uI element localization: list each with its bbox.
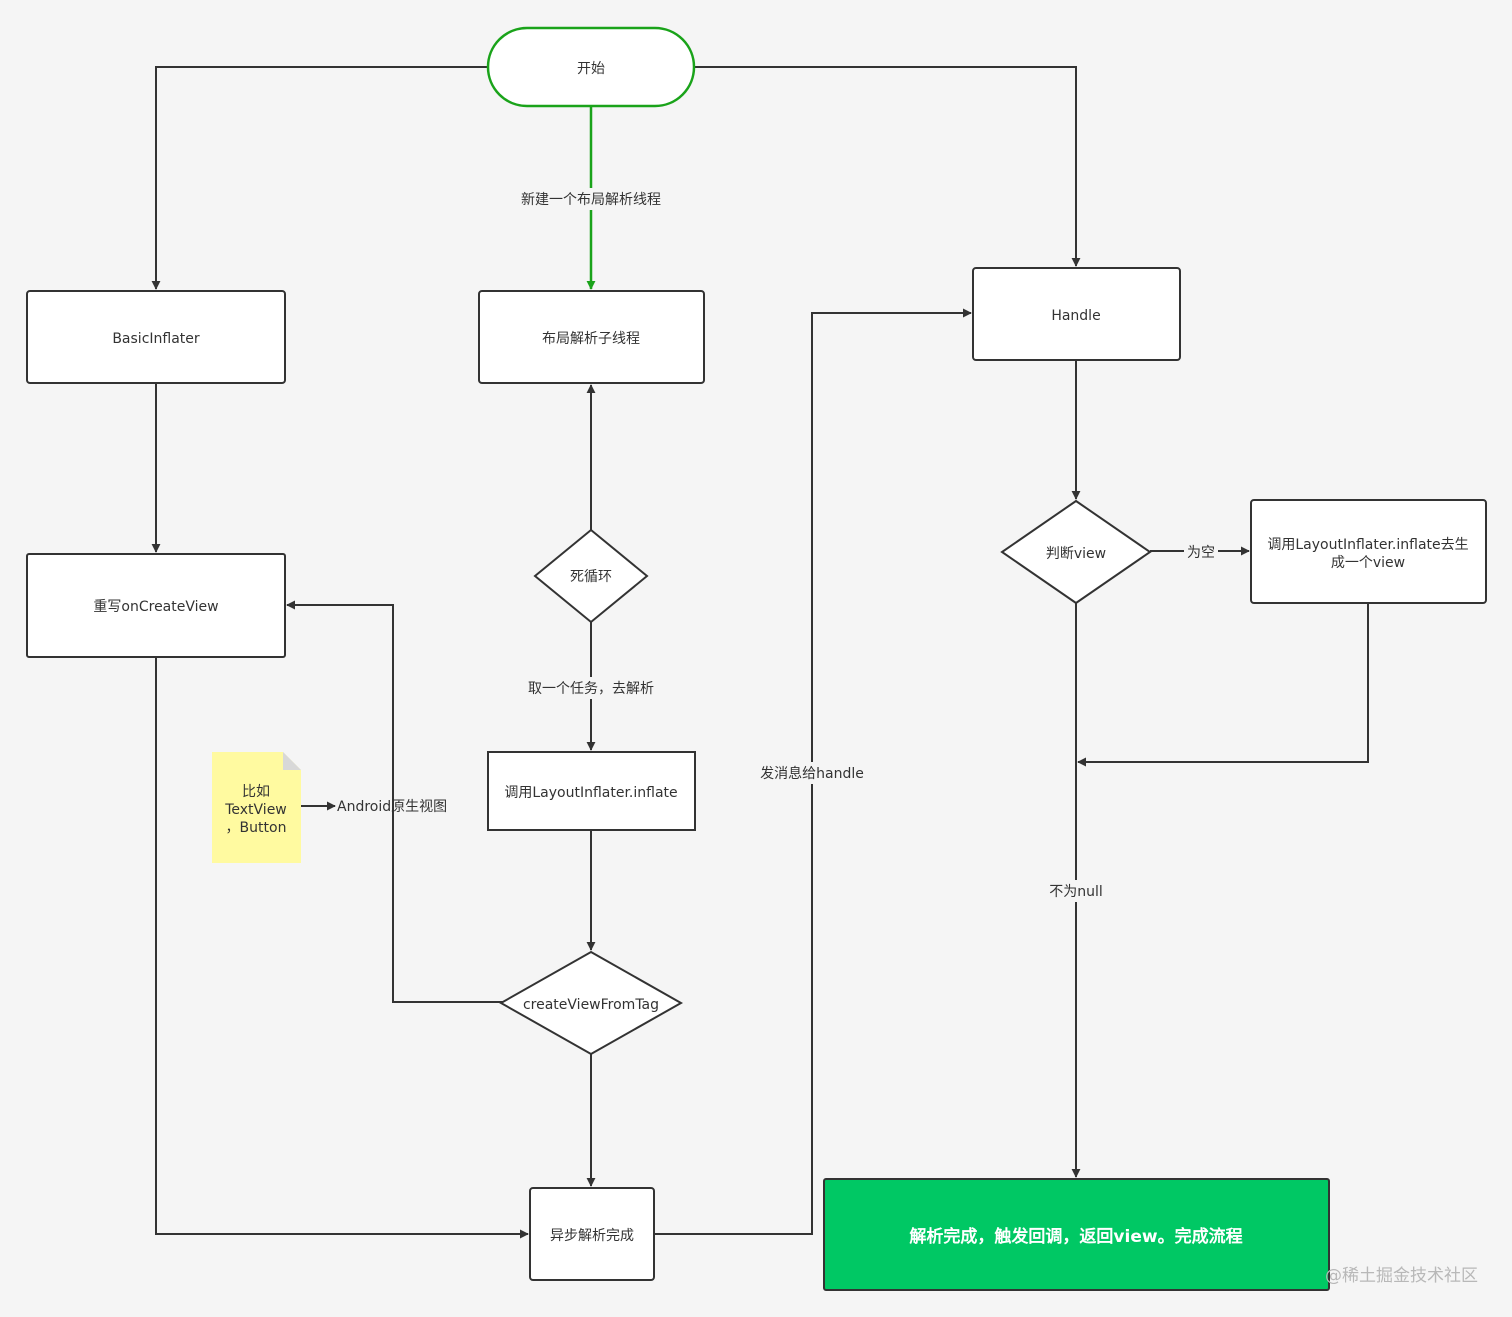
node-fallback-inflate: 调用LayoutInflater.inflate去生 成一个view (1250, 499, 1487, 604)
node-basic-inflater-label: BasicInflater (112, 331, 200, 347)
note-line1: 比如 (242, 784, 270, 800)
edge-fallback-to-merge (1077, 603, 1369, 767)
node-parse-thread: 布局解析子线程 (478, 290, 705, 384)
note-line2: TextView (224, 802, 287, 818)
node-handle-label: Handle (1051, 308, 1100, 324)
node-override-oncreateview: 重写onCreateView (26, 553, 286, 658)
node-finish: 解析完成，触发回调，返回view。完成流程 (823, 1178, 1330, 1291)
node-override-oncreateview-label: 重写onCreateView (93, 599, 218, 615)
node-create-view-from-tag-label: createViewFromTag (523, 997, 659, 1013)
edge-create-view-to-oncreateview (286, 600, 503, 1003)
note-line3: ，Button (226, 820, 287, 836)
node-call-inflate: 调用LayoutInflater.inflate (487, 751, 696, 831)
label-take-task: 取一个任务，去解析 (528, 681, 654, 697)
node-start: 开始 (486, 26, 696, 108)
label-send-message: 发消息给handle (760, 765, 864, 782)
node-start-label: 开始 (577, 61, 605, 77)
node-basic-inflater: BasicInflater (26, 290, 286, 384)
node-dead-loop: 死循环 (533, 528, 649, 624)
node-judge-view-label: 判断view (1046, 546, 1106, 562)
node-parse-thread-label: 布局解析子线程 (542, 331, 640, 347)
node-async-done-label: 异步解析完成 (550, 1228, 634, 1244)
node-create-view-from-tag: createViewFromTag (498, 950, 684, 1056)
watermark: @稀土掘金技术社区 (1325, 1266, 1478, 1286)
node-judge-view: 判断view (1000, 499, 1152, 605)
node-dead-loop-label: 死循环 (570, 569, 612, 585)
nodes: 开始 BasicInflater 布局解析子线程 Handle 重写onCrea… (26, 26, 1487, 1291)
label-android-native-view: Android原生视图 (337, 799, 447, 815)
node-async-done: 异步解析完成 (529, 1187, 655, 1281)
edge-start-to-handle (694, 66, 1081, 267)
edge-labels: 新建一个布局解析线程 取一个任务，去解析 发消息给handle 为空 不为nul… (337, 188, 1218, 902)
edge-oncreateview-to-async-done (155, 657, 529, 1239)
node-note: 比如 TextView ，Button (212, 752, 301, 863)
node-fallback-inflate-label-line2: 成一个view (1331, 555, 1405, 571)
label-new-thread: 新建一个布局解析线程 (521, 192, 661, 208)
edges (151, 66, 1369, 1239)
node-finish-label: 解析完成，触发回调，返回view。完成流程 (909, 1226, 1242, 1247)
label-is-empty: 为空 (1187, 545, 1215, 561)
node-fallback-inflate-label-line1: 调用LayoutInflater.inflate去生 (1267, 537, 1468, 553)
edge-start-to-basic-inflater (151, 66, 488, 290)
node-call-inflate-label: 调用LayoutInflater.inflate (504, 785, 677, 801)
label-not-null: 不为null (1049, 884, 1103, 900)
node-handle: Handle (972, 267, 1181, 361)
